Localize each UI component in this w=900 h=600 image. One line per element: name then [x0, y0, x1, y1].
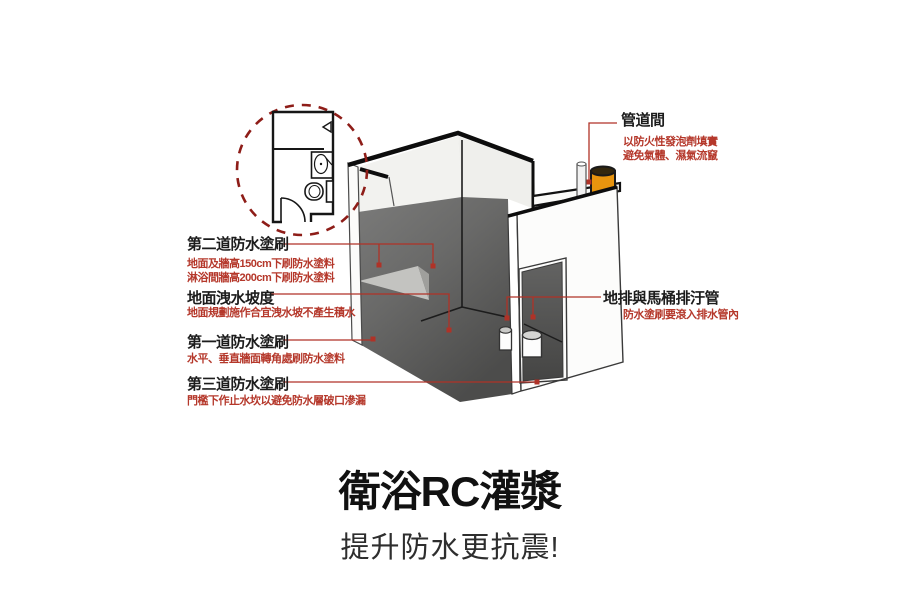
callout-second-coat-note-2: 淋浴間牆高200cm下刷防水塗料: [187, 272, 335, 284]
callout-second-coat-title: 第二道防水塗刷: [187, 236, 289, 253]
wall-top-edges: [347, 130, 535, 208]
waterproofed-interior: [356, 197, 512, 402]
door-swing: [280, 197, 306, 223]
toilet-drain-pipe: [521, 329, 543, 358]
floor-slope-highlight: [359, 266, 429, 300]
callout-first-coat-note: 水平、垂直牆面轉角處刷防水塗料: [187, 353, 345, 365]
floor-drain-pipe: [498, 326, 513, 351]
room-structure: [347, 130, 624, 402]
toilet-icon: [304, 180, 334, 203]
callout-third-coat-note: 門檻下作止水坎以避免防水層破口滲漏: [187, 395, 366, 407]
callout-drains-note: 防水塗刷要滾入排水管內: [623, 309, 739, 321]
callout-floor-slope-title: 地面洩水坡度: [187, 290, 275, 307]
page-subtitle: 提升防水更抗震!: [340, 532, 560, 564]
leader-dots: [370, 179, 592, 385]
callout-first-coat-title: 第一道防水塗刷: [187, 334, 289, 351]
callout-third-coat-title: 第三道防水塗刷: [187, 376, 289, 393]
page-title: 衛浴RC灌漿: [338, 468, 563, 515]
floor-plan-inset: [235, 103, 369, 237]
dashed-circle: [235, 103, 369, 237]
callout-drains-title: 地排與馬桶排汙管: [603, 290, 720, 307]
leader-lines: [270, 122, 617, 383]
callout-second-coat-note-1: 地面及牆高150cm下刷防水塗料: [187, 258, 335, 270]
callout-pipe-duct-title: 管道間: [621, 112, 665, 129]
vent-pipe: [576, 161, 587, 198]
doorway: [518, 257, 568, 384]
callout-floor-slope-note: 地面規劃施作合宜洩水坡不產生積水: [187, 307, 356, 319]
sink-icon: [310, 151, 334, 179]
callout-pipe-duct-note-2: 避免氣體、濕氣流竄: [623, 150, 718, 162]
showerhead-icon: [321, 120, 332, 134]
callout-pipe-duct-note-1: 以防火性發泡劑填實: [623, 136, 718, 148]
